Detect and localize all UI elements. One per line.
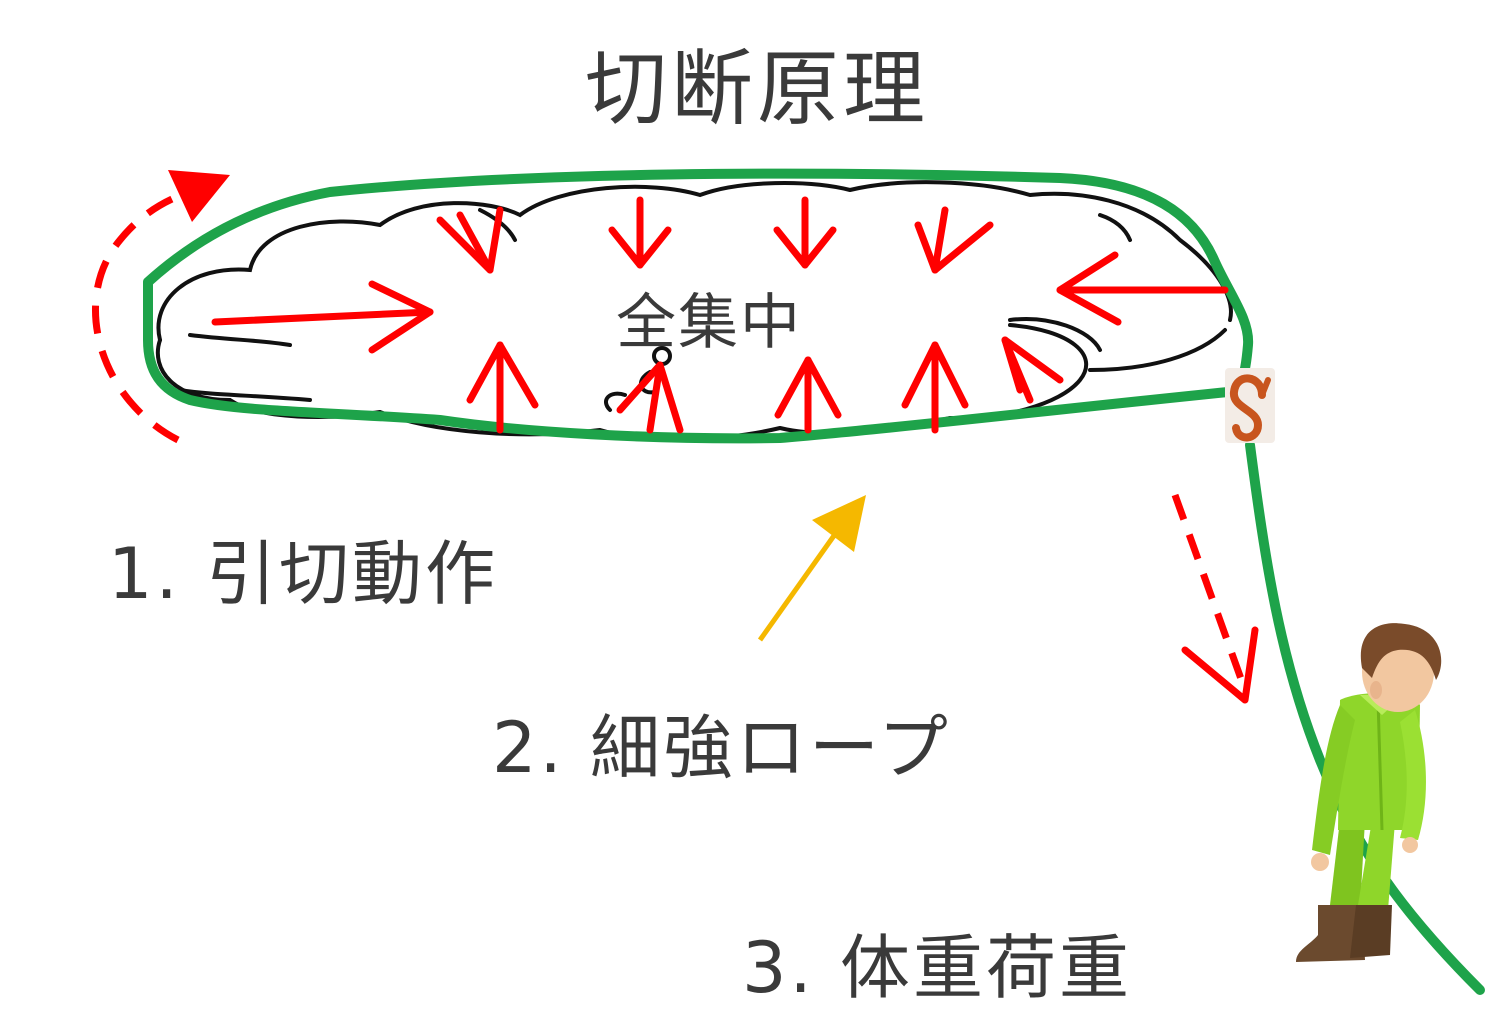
person-figure bbox=[1296, 623, 1442, 962]
step-label-thin-rope: 2. 細強ロープ bbox=[492, 707, 951, 789]
step-label-body-weight: 3. 体重荷重 bbox=[742, 927, 1133, 1009]
rope-pointer-arrow bbox=[757, 495, 866, 642]
weight-direction-arrow bbox=[1171, 493, 1259, 704]
carabiner-icon bbox=[1225, 368, 1275, 443]
diagram-title: 切断原理 bbox=[585, 42, 930, 137]
force-arrow-bottom-2 bbox=[646, 361, 664, 434]
pull-motion-arrow bbox=[92, 170, 230, 444]
center-label: 全集中 bbox=[616, 288, 802, 358]
force-arrows bbox=[211, 196, 1229, 434]
force-arrow-left bbox=[211, 308, 434, 326]
step-label-pull-cut: 1. 引切動作 bbox=[108, 533, 499, 615]
force-arrow-top-4 bbox=[931, 206, 949, 274]
